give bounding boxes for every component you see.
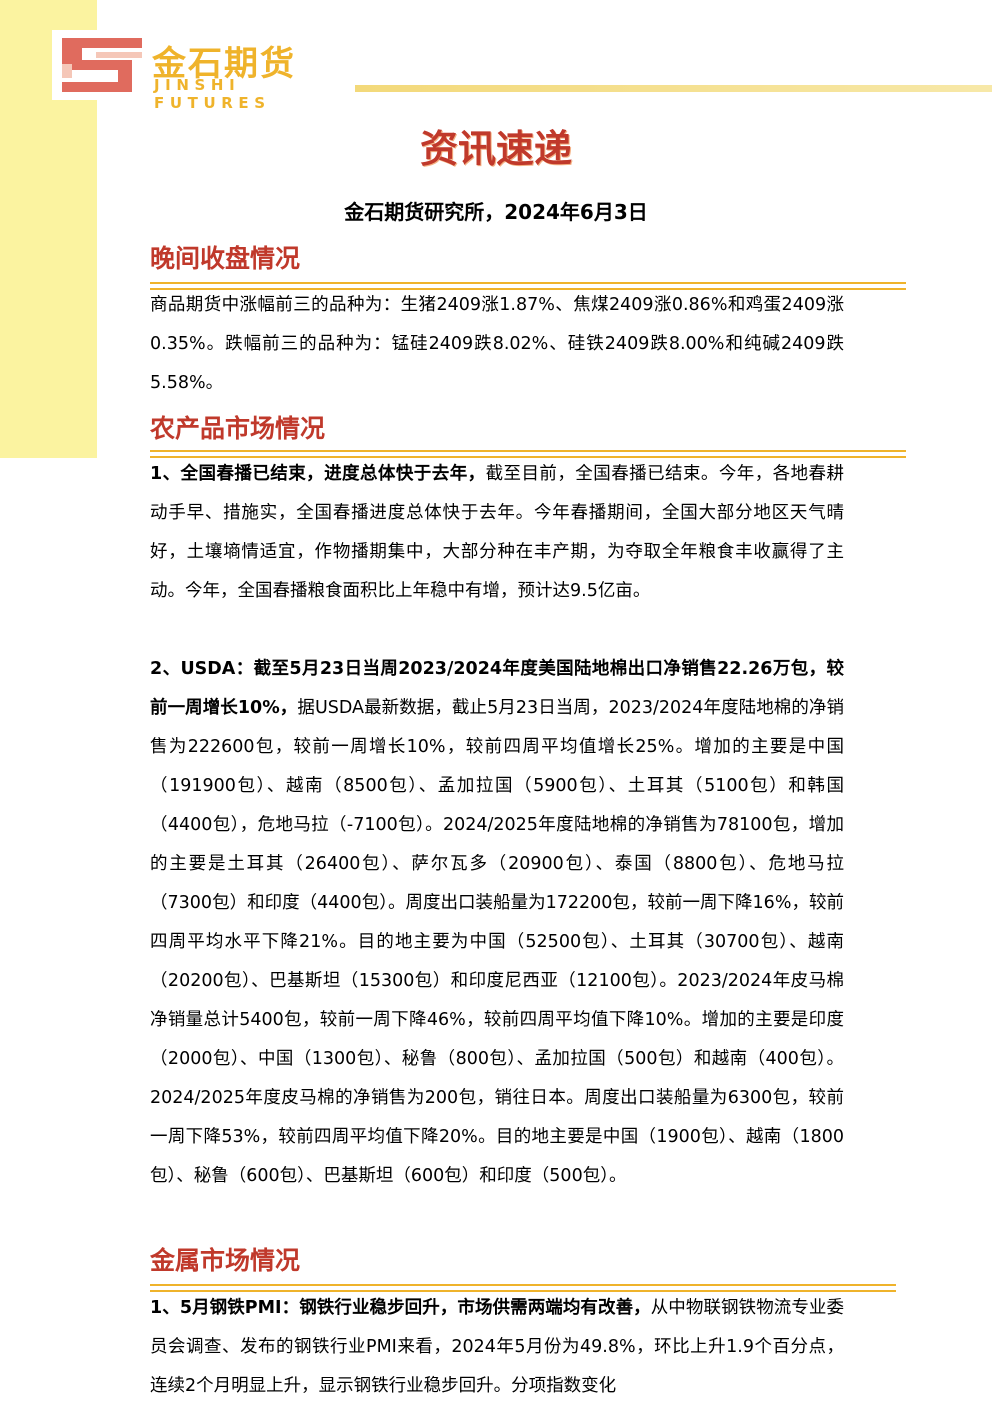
- paragraph-agri-1-lead: 1、全国春播已结束，进度总体快于去年，: [150, 464, 486, 484]
- page-subtitle: 金石期货研究所，2024年6月3日: [344, 200, 648, 224]
- section-rule-night: [150, 282, 906, 290]
- section-heading-metal: 金属市场情况: [150, 1246, 301, 1275]
- paragraph-agri-1: 1、全国春播已结束，进度总体快于去年，截至目前，全国春播已结束。今年，各地春耕动…: [150, 455, 844, 611]
- brand-name-cn: 金石期货: [152, 44, 296, 84]
- paragraph-metal-1: 1、5月钢铁PMI：钢铁行业稳步回升，市场供需两端均有改善，从中物联钢铁物流专业…: [150, 1289, 844, 1406]
- page-title: 资讯速递: [419, 127, 572, 171]
- paragraph-metal-1-lead: 1、5月钢铁PMI：钢铁行业稳步回升，市场供需两端均有改善，: [150, 1298, 651, 1318]
- section-heading-agri: 农产品市场情况: [150, 414, 326, 443]
- header-rule: [355, 85, 992, 92]
- jinshi-logo-icon: [62, 38, 142, 92]
- paragraph-agri-2: 2、USDA：截至5月23日当周2023/2024年度美国陆地棉出口净销售22.…: [150, 650, 844, 1196]
- brand-name-en: JINSHI FUTURES: [154, 76, 271, 112]
- paragraph-agri-2-lead: 2、USDA：截至5月23日当周2023/2024年度美国陆地棉出口净销售22.…: [150, 659, 844, 718]
- section-rule-metal: [150, 1284, 896, 1292]
- paragraph-agri-2-body: 据USDA最新数据，截止5月23日当周，2023/2024年度陆地棉的净销售为2…: [150, 698, 844, 1186]
- paragraph-night: 商品期货中涨幅前三的品种为：生猪2409涨1.87%、焦煤2409涨0.86%和…: [150, 295, 844, 393]
- section-heading-night: 晚间收盘情况: [150, 244, 301, 273]
- paragraph-metal-1-body: 从中物联钢铁物流专业委员会调查、发布的钢铁行业PMI来看，2024年5月份为49…: [150, 1298, 844, 1396]
- paragraph-agri-1-body: 截至目前，全国春播已结束。今年，各地春耕动手早、措施实，全国春播进度总体快于去年…: [150, 464, 844, 601]
- section-rule-agri: [150, 450, 906, 458]
- brand-logo: 金石期货 JINSHI FUTURES: [52, 30, 352, 112]
